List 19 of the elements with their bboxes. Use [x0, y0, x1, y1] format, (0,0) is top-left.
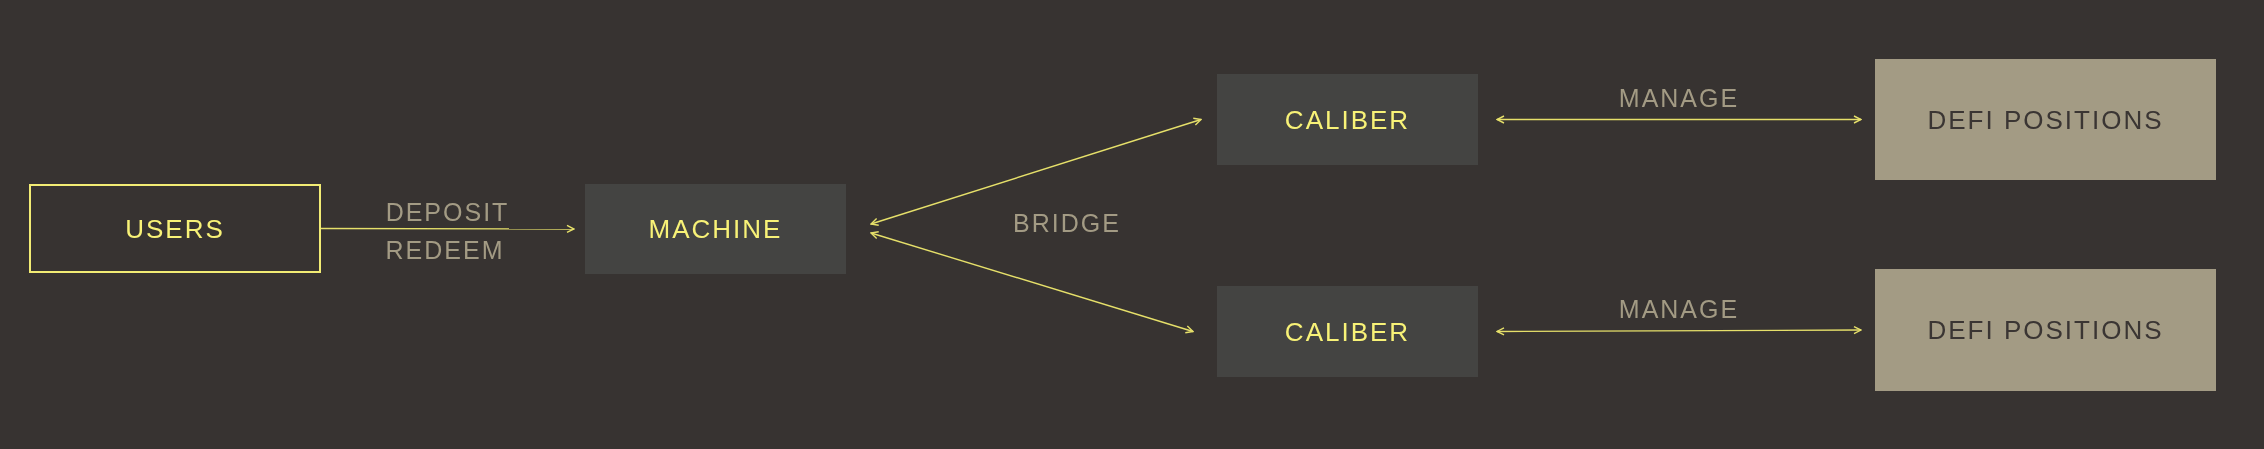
node-label: USERS [125, 215, 225, 242]
outlined-box [29, 184, 321, 273]
flow-label: REDEEM [385, 237, 505, 263]
arrow [870, 231, 1194, 334]
flow-label: BRIDGE [1013, 210, 1121, 236]
arrow [870, 117, 1202, 226]
arrow [1496, 325, 1862, 336]
arrow [320, 224, 575, 234]
position-box [1875, 269, 2216, 391]
edge-label: MANAGE [1618, 296, 1740, 322]
node-label: DEFI POSITIONS [1927, 317, 2164, 343]
edge-label: DEPOSIT [385, 199, 510, 225]
node-label: CALIBER [1284, 318, 1411, 345]
arrow [1496, 115, 1862, 124]
position-box [1875, 59, 2216, 180]
node-label: CALIBER [1284, 106, 1411, 133]
edge-label: MANAGE [1618, 85, 1740, 110]
node-label: MACHINE [648, 216, 783, 242]
node-label: DEFI POSITIONS [1927, 106, 2164, 133]
